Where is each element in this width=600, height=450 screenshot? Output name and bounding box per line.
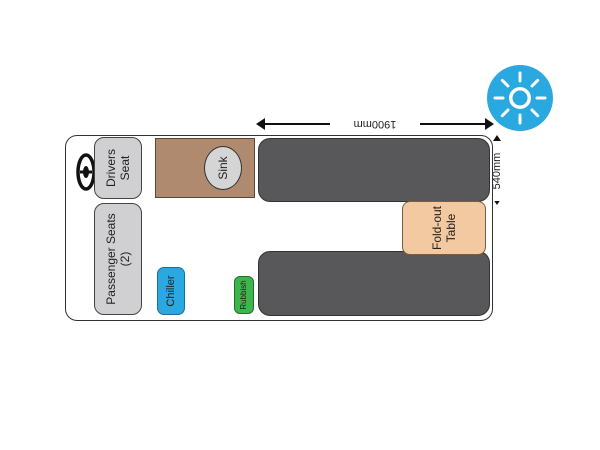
sun-icon [487,65,553,131]
drivers-seat-label: Drivers Seat [104,149,132,187]
rubbish-bin[interactable]: Rubbish [234,276,254,314]
length-dimension-label: 1900mm [330,114,420,134]
drivers-seat[interactable]: Drivers Seat [94,137,142,199]
bench-seat-bottom[interactable] [258,251,490,316]
bench-seat-top[interactable] [258,138,490,202]
chiller-label: Chiller [165,275,177,307]
fold-out-table-label: Fold-out Table [430,205,458,251]
sink-label: Sink [216,156,230,180]
arrow-up-icon [491,135,503,144]
rubbish-label: Rubbish [239,280,248,310]
passenger-seats[interactable]: Passenger Seats (2) [94,203,142,315]
steering-wheel-icon [76,153,96,191]
arrow-left-icon [256,118,265,130]
fold-out-table[interactable]: Fold-out Table [402,201,486,255]
sink[interactable]: Sink [204,146,242,190]
chiller[interactable]: Chiller [157,267,185,315]
arrow-right-icon [485,118,494,130]
passenger-seats-label: Passenger Seats (2) [104,213,132,305]
